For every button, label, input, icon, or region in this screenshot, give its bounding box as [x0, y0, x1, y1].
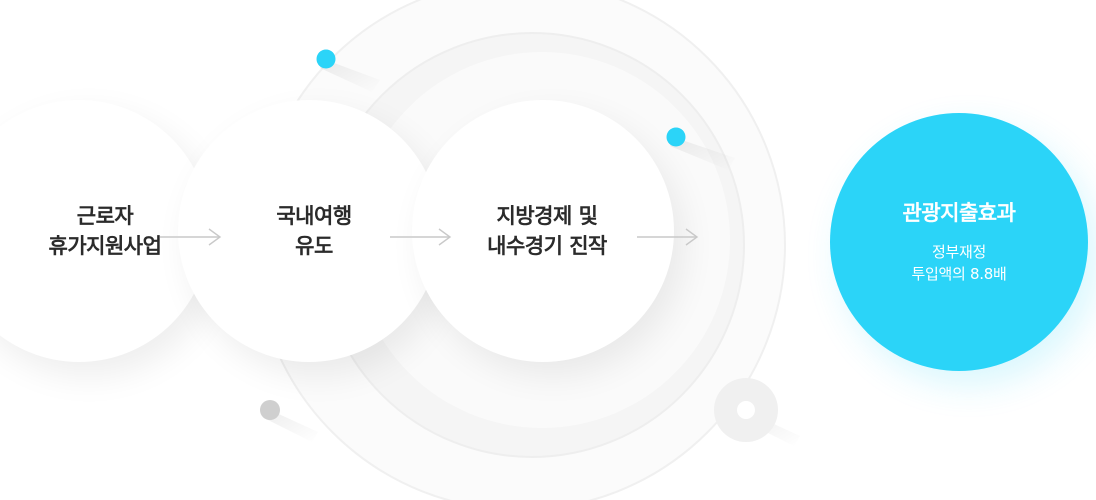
orbit-dot-gray: [260, 400, 280, 420]
orbit-dot-trail: [264, 410, 318, 442]
result-subtitle: 정부재정 투입액의 8.8배: [911, 243, 1007, 283]
orbit-dot-white: [737, 401, 755, 419]
result-node: 관광지출효과 정부재정 투입액의 8.8배: [830, 113, 1088, 371]
flow-step-3-label: 지방경제 및 내수경기 진작: [487, 204, 607, 258]
orbit-dot-blue: [316, 49, 336, 69]
flow-step-1-label: 근로자 휴가지원사업: [48, 204, 162, 258]
flow-step-3: 지방경제 및 내수경기 진작: [412, 100, 674, 362]
orbit-dot-blue: [666, 127, 686, 147]
flow-step-2-label: 국내여행 유도: [276, 204, 352, 258]
result-title: 관광지출효과: [902, 201, 1016, 225]
orbit-dot-trail: [670, 138, 735, 170]
orbit-dot-trail: [320, 60, 380, 92]
flow-step-1: 근로자 휴가지원사업: [0, 100, 210, 362]
flow-step-2: 국내여행 유도: [178, 100, 440, 362]
